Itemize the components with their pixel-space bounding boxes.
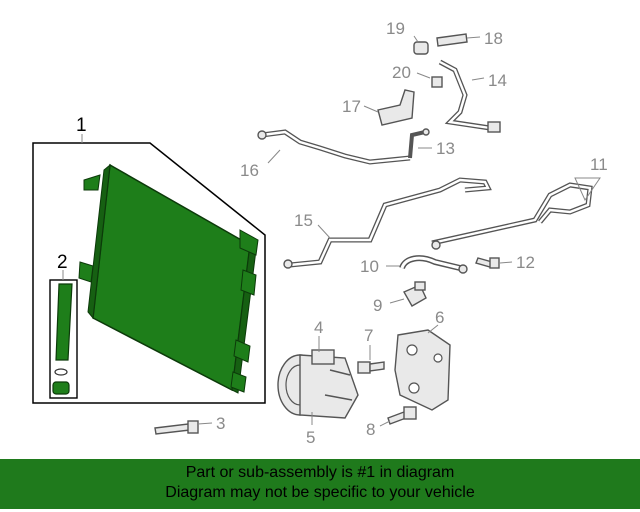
bolt-8	[387, 406, 417, 425]
parts-diagram: 1 2 3 4 5 7	[32, 19, 608, 447]
condenser	[78, 163, 259, 394]
callout-5: 5	[306, 428, 315, 447]
callout-17: 17	[342, 97, 361, 116]
hose-10	[399, 255, 468, 274]
callout-20: 20	[392, 63, 411, 82]
callout-6: 6	[435, 308, 444, 327]
callout-9: 9	[373, 296, 382, 315]
callout-2: 2	[57, 252, 68, 273]
callout-4: 4	[314, 318, 323, 337]
valve-9	[403, 281, 427, 307]
line-11	[431, 182, 593, 250]
info-banner: Part or sub-assembly is #1 in diagram Di…	[0, 459, 640, 509]
callout-3: 3	[216, 414, 225, 433]
bolt-7	[357, 361, 385, 374]
callout-7: 7	[364, 326, 373, 345]
compressor	[277, 349, 359, 419]
callout-12: 12	[516, 253, 535, 272]
banner-line-2: Diagram may not be specific to your vehi…	[165, 484, 475, 501]
line-14	[438, 59, 501, 133]
callout-14: 14	[488, 71, 507, 90]
valve-core-18	[436, 33, 468, 47]
line-15	[283, 177, 492, 269]
callout-1: 1	[76, 115, 87, 136]
callout-19: 19	[386, 19, 405, 38]
callout-13: 13	[436, 139, 455, 158]
line-16	[257, 129, 411, 165]
line-13	[408, 128, 430, 159]
bolt-12	[475, 257, 500, 269]
bolt-3	[154, 420, 199, 435]
compressor-bracket	[394, 329, 451, 411]
part-20	[431, 76, 443, 88]
callout-10: 10	[360, 257, 379, 276]
bracket-17	[377, 89, 415, 126]
callout-15: 15	[294, 211, 313, 230]
callout-8: 8	[366, 420, 375, 439]
assembly-box	[32, 142, 266, 404]
callout-18: 18	[484, 29, 503, 48]
receiver-drier	[52, 283, 73, 395]
callout-11: 11	[590, 155, 608, 174]
banner-line-1: Part or sub-assembly is #1 in diagram	[185, 464, 455, 481]
callout-16: 16	[240, 161, 259, 180]
cap-19	[413, 41, 429, 55]
